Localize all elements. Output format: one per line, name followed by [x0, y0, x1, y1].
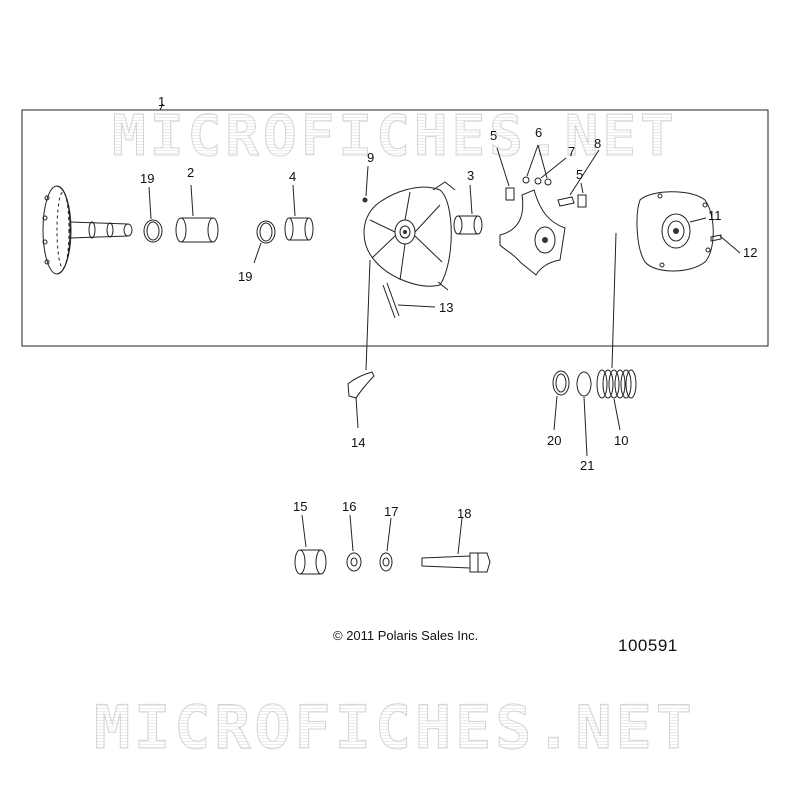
- bushing-2: [175, 184, 219, 243]
- ring-19-b: [256, 220, 276, 244]
- bolt-18: [421, 517, 491, 573]
- assembly-frame: [21, 109, 769, 347]
- callout-12: 12: [743, 245, 758, 260]
- callout-9: 9: [367, 150, 375, 165]
- callout-21: 21: [580, 458, 595, 473]
- callout-1: 1: [158, 94, 166, 109]
- pin-8: [557, 196, 575, 207]
- callout-2: 2: [187, 165, 195, 180]
- ring-20: [552, 370, 570, 396]
- ring-19-a: [143, 219, 163, 243]
- callout-11: 11: [708, 208, 722, 223]
- weight-14: [347, 371, 375, 399]
- callout-14: 14: [351, 435, 366, 450]
- screw-12: [710, 234, 722, 242]
- callout-17: 17: [384, 504, 399, 519]
- callout-13: 13: [439, 300, 454, 315]
- callout-10: 10: [614, 433, 629, 448]
- ring-21: [576, 371, 592, 397]
- callout-5-left: 5: [490, 128, 498, 143]
- callout-16: 16: [342, 499, 357, 514]
- callout-5-right: 5: [576, 167, 584, 182]
- cover: [636, 191, 714, 272]
- callout-8: 8: [594, 136, 602, 151]
- callout-7: 7: [568, 144, 576, 159]
- spider: [499, 189, 566, 276]
- bushing-3: [453, 184, 483, 235]
- sleeve-15: [294, 514, 327, 575]
- callout-19-upper: 19: [140, 171, 155, 186]
- pin-13: [382, 282, 436, 319]
- callout-15: 15: [293, 499, 308, 514]
- copyright-notice: © 2011 Polaris Sales Inc.: [333, 628, 479, 643]
- button-5-b: [577, 194, 587, 208]
- callout-6: 6: [535, 125, 543, 140]
- callout-3: 3: [467, 168, 475, 183]
- diagram-reference-number: 100591: [618, 636, 678, 655]
- callout-18: 18: [457, 506, 472, 521]
- button-5-a: [505, 187, 515, 201]
- washer-16: [346, 552, 362, 572]
- bushing-4: [284, 184, 314, 241]
- leader-1: [159, 103, 164, 111]
- callout-19-lower: 19: [238, 269, 253, 284]
- washer-17: [379, 552, 393, 572]
- washer-6-c: [544, 178, 552, 186]
- moveable-sheave: [362, 165, 456, 291]
- callout-20: 20: [547, 433, 562, 448]
- stationary-sheave: [42, 185, 133, 275]
- washer-6-a: [522, 176, 530, 184]
- washer-6-b: [534, 177, 542, 185]
- spring-10: [596, 369, 637, 431]
- callout-4: 4: [289, 169, 297, 184]
